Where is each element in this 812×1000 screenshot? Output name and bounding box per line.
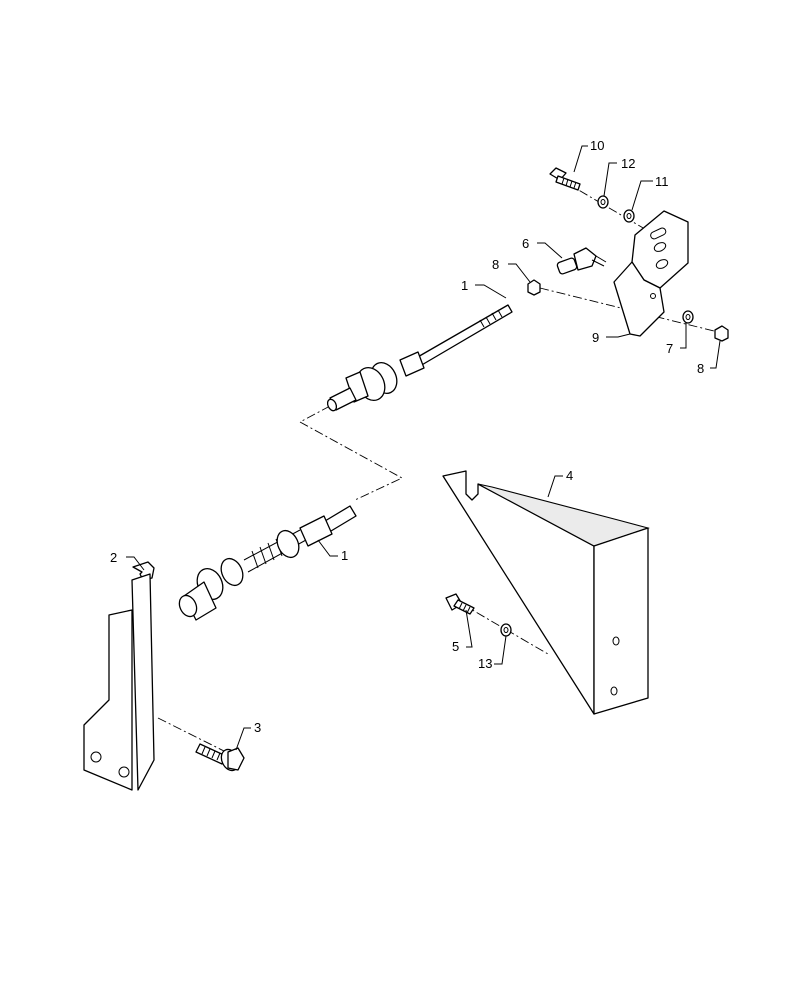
callout-5: 5 — [452, 639, 459, 654]
lower-bracket — [83, 561, 155, 791]
bolt-5 — [445, 593, 475, 615]
callout-8-upper: 8 — [492, 257, 499, 272]
cable-upper — [326, 304, 513, 412]
callout-1-lower: 1 — [341, 548, 348, 563]
nut-8-upper — [527, 279, 541, 296]
clevis-6 — [556, 247, 607, 275]
large-bracket — [442, 470, 650, 715]
callout-4: 4 — [566, 468, 573, 483]
cable-lower — [178, 505, 357, 621]
callout-13: 13 — [478, 656, 492, 671]
callout-1-upper: 1 — [461, 278, 468, 293]
callout-12: 12 — [621, 156, 635, 171]
callout-2: 2 — [110, 550, 117, 565]
bolt-10 — [549, 167, 581, 191]
callout-10: 10 — [590, 138, 604, 153]
callout-7: 7 — [666, 341, 673, 356]
callout-3: 3 — [254, 720, 261, 735]
callout-9: 9 — [592, 330, 599, 345]
callouts: 10 12 11 6 8 1 9 7 8 4 2 1 5 13 3 — [110, 138, 704, 735]
callout-8-lower: 8 — [697, 361, 704, 376]
bolt-3 — [195, 743, 245, 772]
upper-bracket — [613, 210, 689, 337]
nut-8-lower — [714, 325, 729, 342]
leader-lines — [126, 145, 721, 751]
callout-11: 11 — [655, 174, 669, 189]
callout-6: 6 — [522, 236, 529, 251]
